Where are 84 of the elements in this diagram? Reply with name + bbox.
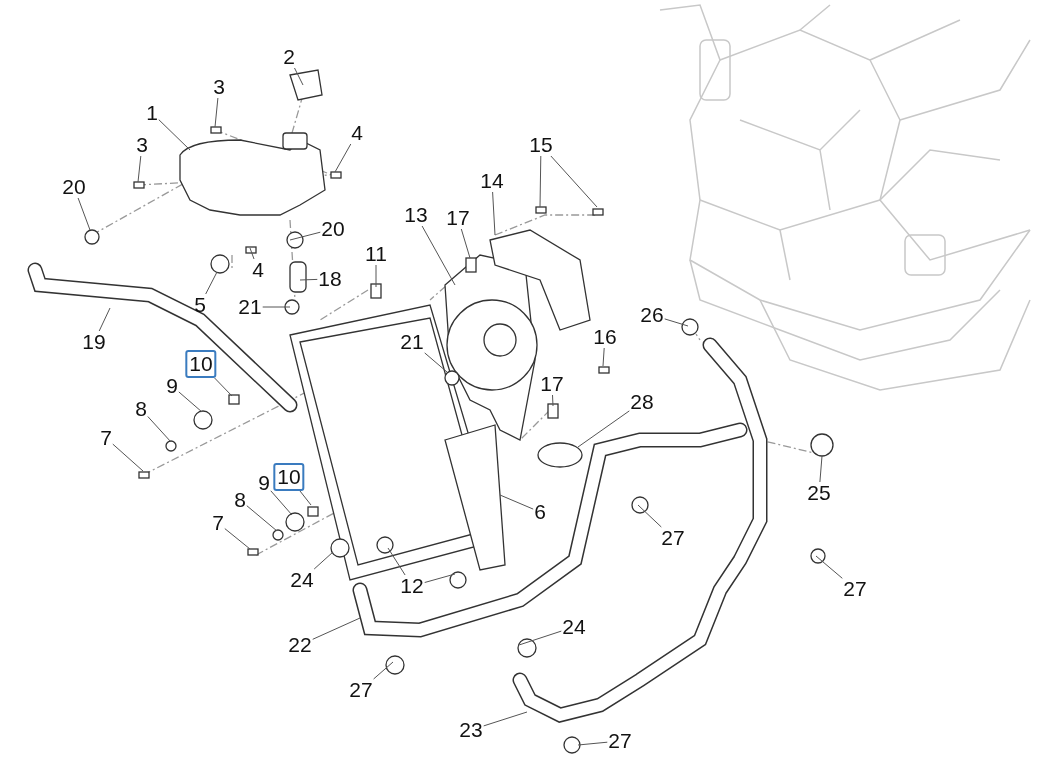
callout-number: 20 [320,218,346,240]
leader-line [77,197,91,231]
leader-line [137,155,142,183]
leader-line [112,443,144,472]
callout-number: 11 [364,243,388,265]
leader-line [518,630,562,646]
callout-number: 20 [61,176,87,198]
leader-line [577,410,630,448]
leader-line [224,528,251,550]
callout-number: 27 [660,527,686,549]
callout-number: 21 [399,331,425,353]
callout-number: 16 [592,326,618,348]
leader-line [98,307,111,332]
leader-line [299,490,312,506]
leader-line [483,711,528,727]
leader-line [460,228,471,259]
leader-line [539,155,542,208]
callout-number: 7 [99,427,113,449]
callout-number: 13 [403,204,429,226]
leader-line [577,741,608,746]
callout-number: 24 [561,616,587,638]
leader-line [147,416,172,443]
callout-number: 4 [251,259,265,281]
leader-line [664,318,689,327]
callout-number: 3 [135,134,149,156]
leader-line [289,231,321,241]
callout-number: 28 [629,391,655,413]
callout-number: 8 [134,398,148,420]
callout-number: 22 [287,634,313,656]
callout-number: 12 [399,575,425,597]
callout-number: 18 [317,268,343,290]
callout-number: 21 [237,296,263,318]
callout-number: 19 [81,331,107,353]
leader-line [270,490,293,516]
leader-line [421,225,456,286]
leader-line [637,504,662,528]
callout-number: 7 [211,512,225,534]
leader-line [499,494,534,510]
callout-number: 26 [639,304,665,326]
leader-line [214,97,219,128]
leader-line [262,306,291,308]
leader-line [550,155,598,208]
callout-number: 1 [145,102,159,124]
leader-line [424,352,448,373]
callout-number: 14 [479,170,505,192]
leader-line [334,143,352,173]
leader-line [819,455,823,483]
leader-line [375,264,377,288]
leader-line [299,278,318,281]
callout-number: 8 [233,489,247,511]
callout-number: 9 [165,375,179,397]
callout-number: 10 [273,463,305,491]
callout-number: 27 [842,578,868,600]
leader-line [214,377,233,397]
callout-number: 10 [185,350,217,378]
leader-line [387,547,406,576]
callout-number: 27 [348,679,374,701]
callout-number: 17 [539,373,565,395]
leader-line [492,191,496,236]
leader-line [815,555,843,579]
callout-number: 27 [607,730,633,752]
leader-line [424,573,456,583]
leader-line [602,347,605,367]
callout-number: 3 [212,76,226,98]
callout-number: 23 [458,719,484,741]
callout-number: 17 [445,207,471,229]
callout-number: 24 [289,569,315,591]
leader-line [373,661,394,680]
callout-number: 2 [282,46,296,68]
leader-line [158,119,191,151]
leader-line [294,67,304,86]
callout-number: 5 [193,294,207,316]
callout-number: 25 [806,482,832,504]
callout-number: 4 [350,122,364,144]
leader-line [552,394,554,407]
leader-line [313,551,334,570]
callout-number: 6 [533,501,547,523]
leader-line [312,617,361,640]
leader-line [249,247,255,260]
leader-line [205,271,218,295]
callout-number: 15 [528,134,554,156]
callout-number: 9 [257,472,271,494]
leader-line [246,505,278,532]
leader-line [178,391,203,413]
